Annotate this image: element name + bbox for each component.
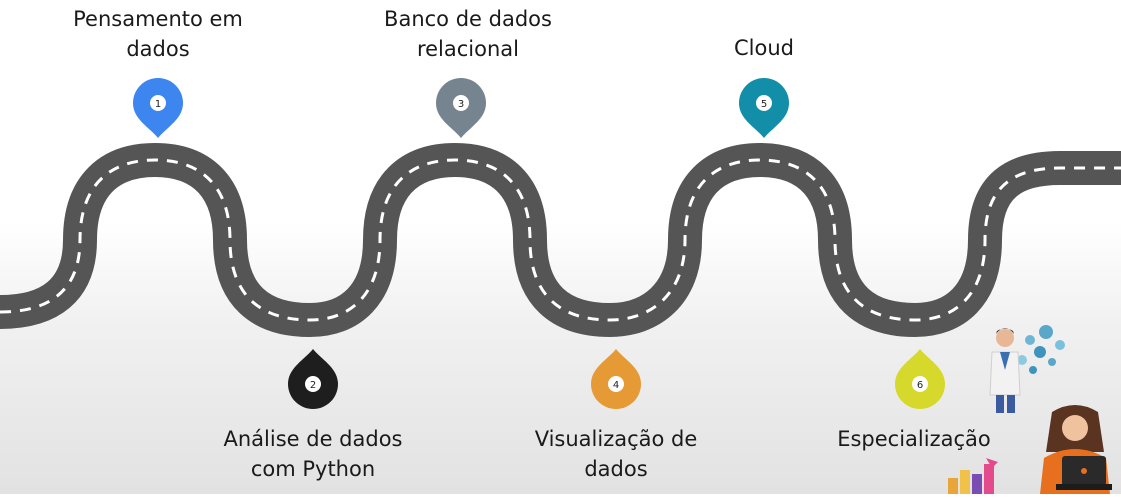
step-4-label: Visualização de dados [486, 424, 746, 484]
step-4-label-line-2: dados [584, 457, 648, 481]
road-center-line [0, 158, 1121, 322]
pin-5-number: 5 [761, 99, 767, 110]
step-2-label-line-2: com Python [250, 457, 376, 481]
pin-3-number: 3 [458, 99, 464, 110]
pin-2: 2 [288, 349, 338, 409]
pin-1-number: 1 [155, 99, 161, 110]
pin-6-number: 6 [917, 380, 923, 391]
step-3-label-line-2: relacional [416, 37, 520, 61]
pin-4: 4 [591, 349, 641, 409]
pin-4-number: 4 [613, 380, 619, 391]
step-3-label-line-1: Banco de dados [384, 7, 552, 31]
step-5-label: Cloud [634, 33, 894, 63]
pin-1: 1 [133, 78, 183, 138]
pin-5: 5 [739, 78, 789, 138]
step-5-label-line-1: Cloud [734, 36, 794, 60]
step-6-label-line-1: Especialização [837, 427, 991, 451]
step-4-label-line-1: Visualização de [534, 427, 698, 451]
step-2-label: Análise de dados com Python [183, 424, 443, 484]
pin-6: 6 [895, 349, 945, 409]
analytics-chart-illustration [948, 458, 998, 494]
pin-3: 3 [436, 78, 486, 138]
step-6-label: Especialização [784, 424, 1044, 454]
step-3-label: Banco de dados relacional [338, 4, 598, 64]
woman-laptop-illustration [1040, 405, 1112, 494]
step-1-label-line-2: dados [126, 37, 190, 61]
step-1-label: Pensamento em dados [28, 4, 288, 64]
step-1-label-line-1: Pensamento em [73, 7, 243, 31]
pin-2-number: 2 [310, 380, 316, 391]
step-2-label-line-1: Análise de dados [223, 427, 403, 451]
road [0, 142, 1121, 338]
data-scientist-illustration [989, 325, 1065, 413]
